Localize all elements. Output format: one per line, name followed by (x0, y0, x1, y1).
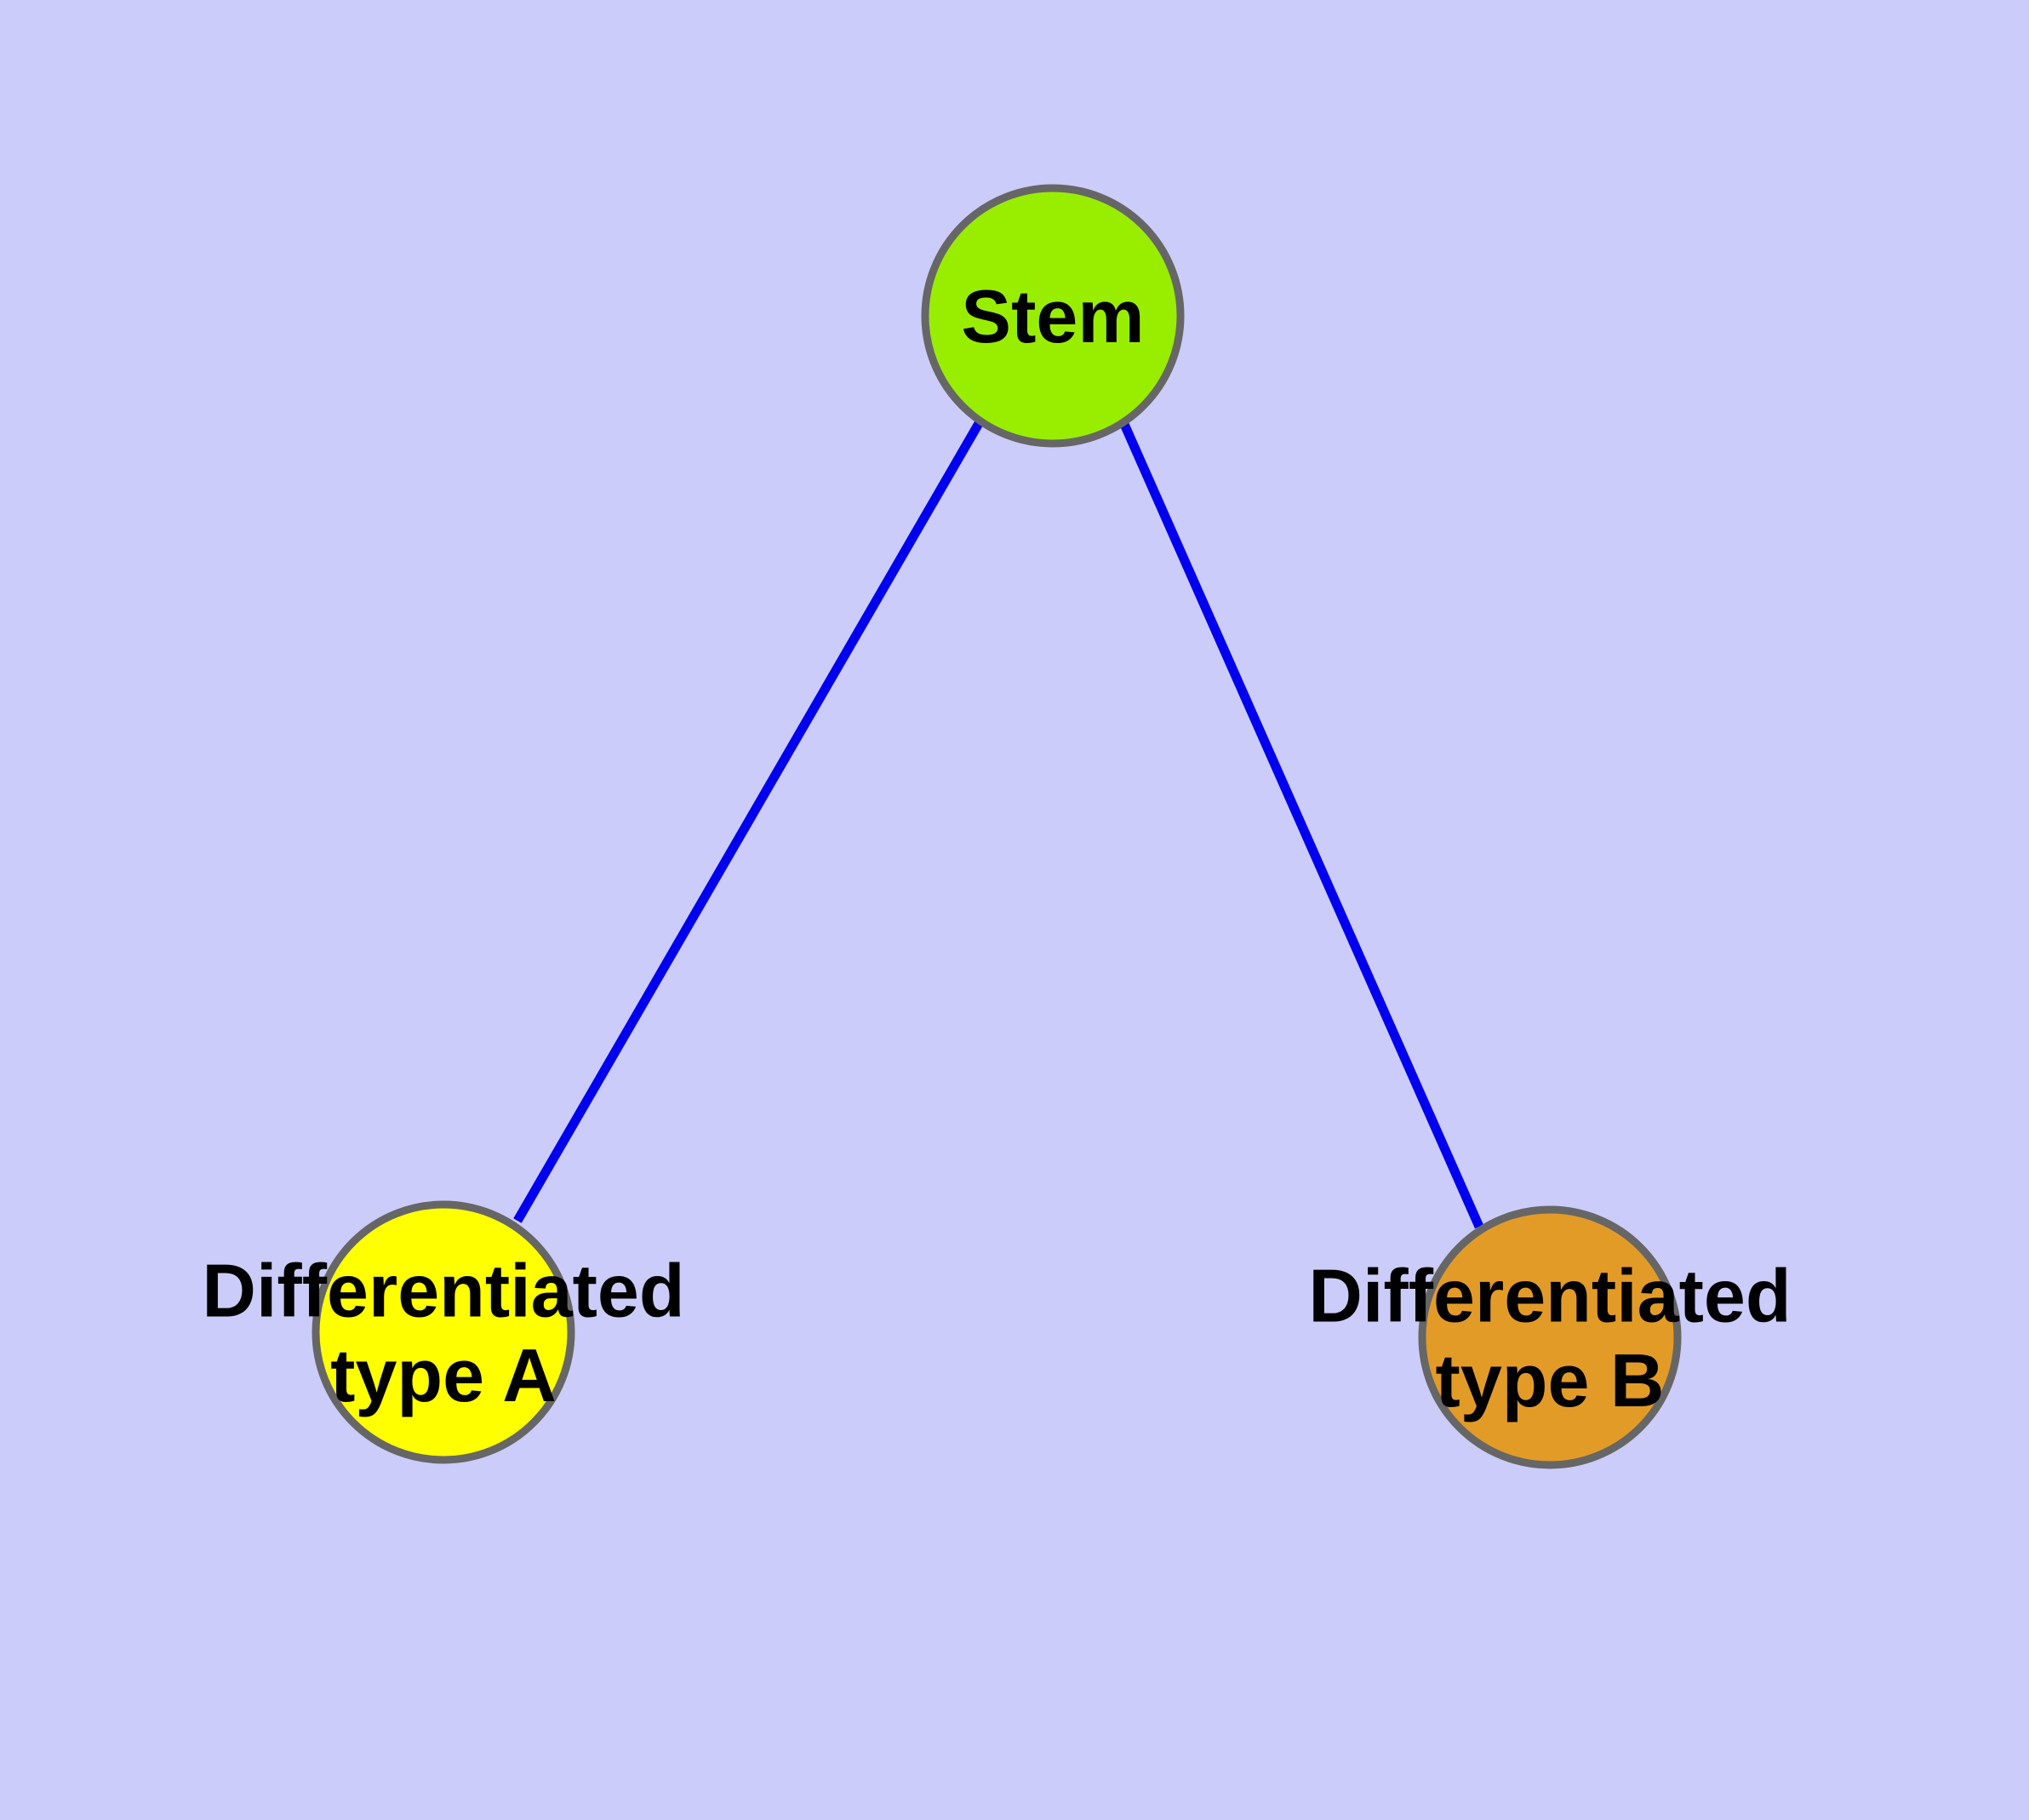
node-diff-a-circle[interactable] (311, 1200, 575, 1464)
node-diff-b-label-line: Differentiated (1308, 1254, 1791, 1338)
node-diff-b-label-line: type B (1436, 1338, 1665, 1422)
node-stem-label-line: Stem (961, 274, 1144, 358)
node-diff-a-label-line: type A (330, 1333, 557, 1417)
edges-group (513, 418, 1484, 1229)
node-stem-circle[interactable] (921, 184, 1185, 448)
node-stem-label: Stem (961, 274, 1144, 358)
node-stem[interactable]: Stem (921, 184, 1185, 448)
edge-stem-to-diff-a (513, 418, 985, 1223)
node-diff-a-label-line: Differentiated (202, 1249, 684, 1333)
node-diff-b-circle[interactable] (1418, 1205, 1682, 1469)
edge-stem-to-diff-b (1118, 420, 1484, 1229)
